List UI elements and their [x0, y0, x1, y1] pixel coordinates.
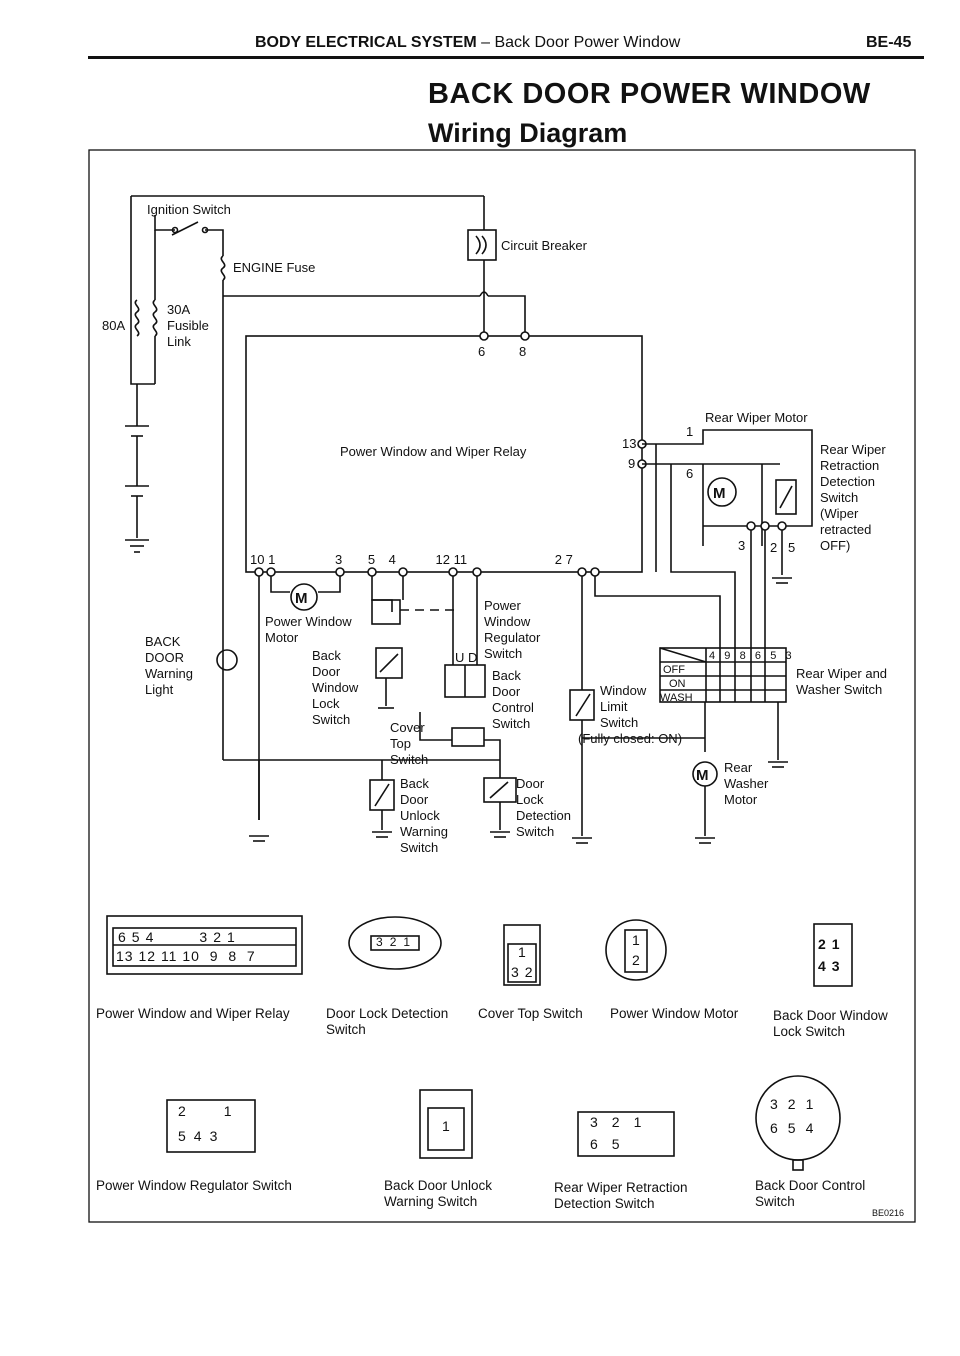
caption-cover-top: Cover Top Switch	[478, 1006, 583, 1021]
fusible-label-1: Fusible	[167, 318, 209, 333]
unlock-warning-label: Back Door Unlock Warning Switch	[400, 776, 448, 855]
lock-sw-conn-pins-bottom: 43	[818, 958, 846, 974]
relay-label: Power Window and Wiper Relay	[340, 444, 527, 459]
header-section: BODY ELECTRICAL SYSTEM	[255, 34, 477, 51]
wiper-motor-icon: M	[713, 485, 726, 502]
page-header: BODY ELECTRICAL SYSTEM – Back Door Power…	[255, 34, 680, 52]
fusible-label-2: Link	[167, 334, 191, 349]
caption-pw-motor: Power Window Motor	[610, 1006, 739, 1021]
retraction-switch-label: Rear Wiper Retraction Detection Switch (…	[820, 442, 886, 553]
wiper-washer-switch-label: Rear Wiper and Washer Switch	[796, 666, 888, 697]
motor-pin-6: 6	[686, 466, 694, 481]
switch-col-headers: 4 9 8 6 5 3	[709, 650, 792, 662]
relay-pin-8: 8	[519, 344, 527, 359]
relay-conn-bottom: 13 12 11 10 9 8 7	[116, 948, 256, 964]
switch-row-on: ON	[669, 678, 686, 690]
pw-motor-conn-pin-1: 1	[632, 932, 640, 948]
retraction-conn-top: 321	[590, 1114, 656, 1130]
cover-top-conn-pins: 32	[511, 964, 539, 980]
page-number: BE-45	[866, 34, 912, 51]
control-conn-bottom: 654	[770, 1120, 824, 1136]
regulator-conn-bottom: 543	[178, 1128, 226, 1144]
door-lock-detection-label: Door Lock Detection Switch	[516, 776, 571, 839]
washer-motor-icon: M	[696, 767, 709, 784]
relay-pin-6: 6	[478, 344, 486, 359]
ud-label: U D	[455, 650, 478, 665]
figure-code: BE0216	[872, 1208, 905, 1218]
caption-door-lock: Door Lock Detection Switch	[326, 1006, 449, 1037]
page-subtitle: Wiring Diagram	[428, 118, 628, 148]
engine-fuse-label: ENGINE Fuse	[233, 260, 316, 275]
page-title: BACK DOOR POWER WINDOW	[428, 78, 871, 110]
header-dash: –	[481, 34, 491, 51]
ignition-switch-label: Ignition Switch	[147, 202, 231, 217]
lock-switch-label: Back Door Window Lock Switch	[312, 648, 359, 727]
motor-pin-13: 13	[622, 436, 637, 451]
switch-row-off: OFF	[663, 664, 685, 676]
rear-wiper-motor-label: Rear Wiper Motor	[705, 410, 808, 425]
caption-regulator: Power Window Regulator Switch	[96, 1178, 292, 1193]
washer-motor-label: Rear Washer Motor	[724, 760, 769, 807]
control-label: Back Door Control Switch	[492, 668, 534, 731]
cover-top-label: Cover Top Switch	[390, 720, 429, 767]
motor-pin-1: 1	[686, 424, 694, 439]
cover-top-conn-pin-1: 1	[518, 944, 526, 960]
caption-retraction: Rear Wiper Retraction Detection Switch	[554, 1180, 688, 1211]
regulator-label: Power Window Regulator Switch	[484, 598, 541, 661]
limit-switch-label: Window Limit Switch	[600, 683, 647, 730]
motor-pin-3: 3	[738, 538, 746, 553]
link-80a-label: 80A	[102, 318, 126, 333]
header-rule	[88, 56, 924, 59]
caption-unlock: Back Door Unlock Warning Switch	[384, 1178, 493, 1209]
caption-lock-sw: Back Door Window Lock Switch	[773, 1008, 888, 1039]
lock-sw-conn-pins-top: 21	[818, 936, 846, 952]
motor-icon: M	[295, 590, 308, 607]
caption-relay: Power Window and Wiper Relay	[96, 1006, 290, 1021]
door-lock-conn-pins: 321	[376, 935, 418, 949]
switch-row-wash: WASH	[660, 692, 693, 704]
motor-pin-2: 2	[770, 540, 778, 555]
header-subsection: Back Door Power Window	[494, 34, 681, 51]
unlock-conn-pin: 1	[442, 1118, 450, 1134]
back-door-light-label: BACK DOOR Warning Light	[145, 634, 193, 697]
circuit-breaker-label: Circuit Breaker	[501, 238, 587, 253]
motor-pin-9: 9	[628, 456, 636, 471]
caption-control: Back Door Control Switch	[755, 1178, 866, 1209]
relay-bottom-pins: 10 1 3 5 4 12 11 2 7	[250, 552, 573, 567]
retraction-conn-bottom: 65	[590, 1136, 634, 1152]
pw-motor-conn-pin-2: 2	[632, 952, 640, 968]
fully-closed-label: (Fully closed: ON)	[578, 731, 683, 746]
motor-pin-5: 5	[788, 540, 796, 555]
pw-motor-label: Power Window Motor	[265, 614, 352, 645]
control-conn-top: 321	[770, 1096, 824, 1112]
fusible-amp-label: 30A	[167, 302, 191, 317]
